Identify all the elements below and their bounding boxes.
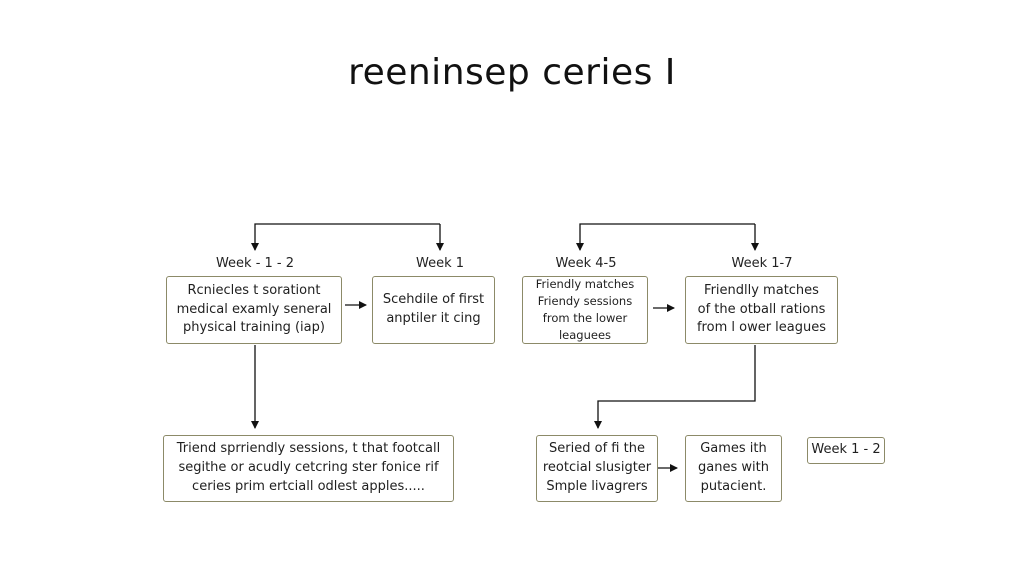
box-line: Smple livagrers: [546, 478, 648, 494]
box-line: putacient.: [700, 478, 767, 494]
box-line: Week 1 - 2: [811, 442, 881, 458]
box-line: anptiler it cing: [386, 311, 481, 326]
box-line: Friendlly matches: [704, 282, 819, 298]
box-line: leaguees: [558, 328, 612, 343]
week-label-a: Week - 1 - 2: [215, 256, 295, 271]
step-box-friendly-matches: Friendlly matches of the otball rations …: [685, 276, 838, 344]
box-line: Triend sprriendly sessions, t that footc…: [176, 441, 441, 457]
step-box-week-tag: Week 1 - 2: [807, 437, 885, 464]
box-line: Scehdile of first: [382, 292, 485, 308]
step-box-games: Games ith ganes with putacient.: [685, 435, 782, 502]
step-box-series: Seried of fi the reotcial slusigter Smpl…: [536, 435, 658, 502]
box-line: Friendly matches: [535, 276, 635, 291]
box-line: reotcial slusigter: [542, 460, 652, 476]
box-line: Rcniecles t sorationt: [187, 282, 321, 298]
box-line: from the lower: [542, 311, 628, 325]
box-line: ceries prim ertciall odlest apples.....: [192, 478, 425, 494]
box-line: ganes with: [698, 460, 769, 476]
week-label-c: Week 4-5: [555, 256, 617, 271]
step-box-friendly-football: Triend sprriendly sessions, t that footc…: [163, 435, 454, 502]
bracket-arrow-left: [251, 223, 440, 251]
box-line: segithe or acudly cetcring ster fonice r…: [178, 460, 439, 476]
box-line: Games ith: [700, 441, 767, 457]
box-line: Seried of fi the: [549, 441, 645, 457]
box-line: Friendy sessions: [537, 293, 633, 308]
bracket-arrow-right: [576, 223, 755, 251]
box-line: physical training (iap): [183, 320, 325, 336]
step-box-medical: Rcniecles t sorationt medical examly sen…: [166, 276, 342, 344]
week-label-b: Week 1: [415, 256, 465, 271]
box-line: from l ower leagues: [696, 320, 827, 336]
box-line: medical examly seneral: [176, 301, 332, 317]
step-box-friendly-sessions: Friendly matches Friendy sessions from t…: [522, 276, 648, 344]
step-box-schedule: Scehdile of first anptiler it cing: [372, 276, 495, 344]
arrow-d-to-f: [594, 345, 756, 429]
week-label-d: Week 1-7: [731, 256, 793, 271]
diagram-title: reeninsep ceries I: [348, 52, 676, 93]
box-line: of the otball rations: [697, 301, 826, 317]
